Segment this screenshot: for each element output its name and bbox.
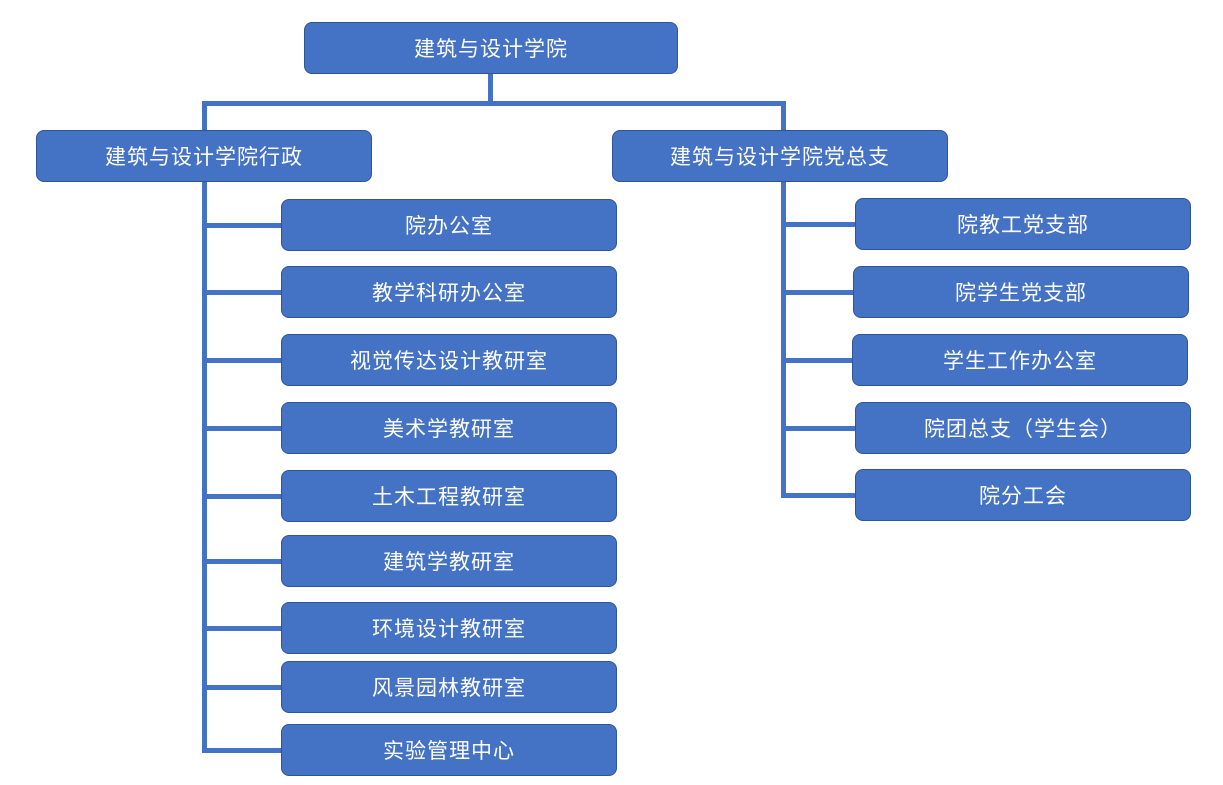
connector-party-drop xyxy=(781,101,786,131)
admin-child-label: 视觉传达设计教研室 xyxy=(350,349,548,373)
connector-branch xyxy=(202,747,281,753)
connector-root-down xyxy=(488,74,493,104)
connector-admin-drop xyxy=(202,101,207,131)
connector-branch xyxy=(781,492,855,498)
party-child-label: 院分工会 xyxy=(979,484,1067,508)
party-child-label: 院团总支（学生会） xyxy=(924,417,1122,441)
connector-branch xyxy=(202,222,281,228)
admin-child-label: 土木工程教研室 xyxy=(372,485,526,509)
admin-child-label: 美术学教研室 xyxy=(383,417,515,441)
party-child-box: 院分工会 xyxy=(855,469,1191,521)
admin-child-label: 实验管理中心 xyxy=(383,739,515,763)
connector-branch xyxy=(781,357,852,363)
party-child-label: 院学生党支部 xyxy=(955,281,1087,305)
connector-branch xyxy=(202,684,281,690)
connector-branch xyxy=(781,425,855,431)
connector-branch xyxy=(781,289,853,295)
admin-child-label: 环境设计教研室 xyxy=(372,617,526,641)
admin-child-box: 环境设计教研室 xyxy=(281,602,617,654)
admin-child-box: 院办公室 xyxy=(281,199,617,251)
root-label: 建筑与设计学院 xyxy=(414,37,568,61)
connector-admin-spine xyxy=(202,182,207,752)
admin-box: 建筑与设计学院行政 xyxy=(36,130,372,182)
party-child-label: 院教工党支部 xyxy=(957,213,1089,237)
connector-branch xyxy=(202,558,281,564)
party-child-box: 院学生党支部 xyxy=(853,266,1189,318)
party-child-label: 学生工作办公室 xyxy=(943,349,1097,373)
admin-child-box: 实验管理中心 xyxy=(281,724,617,776)
connector-party-spine xyxy=(781,182,786,496)
connector-branch xyxy=(202,357,281,363)
party-label: 建筑与设计学院党总支 xyxy=(670,145,890,169)
connector-branch xyxy=(202,289,281,295)
connector-branch xyxy=(202,493,281,499)
connector-branch-horizontal xyxy=(202,101,786,106)
party-child-box: 院教工党支部 xyxy=(855,198,1191,250)
connector-branch xyxy=(781,221,855,227)
party-box: 建筑与设计学院党总支 xyxy=(612,130,948,182)
admin-child-label: 教学科研办公室 xyxy=(372,281,526,305)
root-box: 建筑与设计学院 xyxy=(304,22,678,74)
admin-child-box: 风景园林教研室 xyxy=(281,661,617,713)
admin-child-box: 建筑学教研室 xyxy=(281,535,617,587)
connector-branch xyxy=(202,425,281,431)
admin-child-box: 教学科研办公室 xyxy=(281,266,617,318)
connector-branch xyxy=(202,625,281,631)
admin-label: 建筑与设计学院行政 xyxy=(105,145,303,169)
admin-child-box: 视觉传达设计教研室 xyxy=(281,334,617,386)
party-child-box: 院团总支（学生会） xyxy=(855,402,1191,454)
admin-child-label: 院办公室 xyxy=(405,214,493,238)
admin-child-label: 建筑学教研室 xyxy=(383,550,515,574)
admin-child-box: 土木工程教研室 xyxy=(281,470,617,522)
admin-child-box: 美术学教研室 xyxy=(281,402,617,454)
admin-child-label: 风景园林教研室 xyxy=(372,676,526,700)
party-child-box: 学生工作办公室 xyxy=(852,334,1188,386)
